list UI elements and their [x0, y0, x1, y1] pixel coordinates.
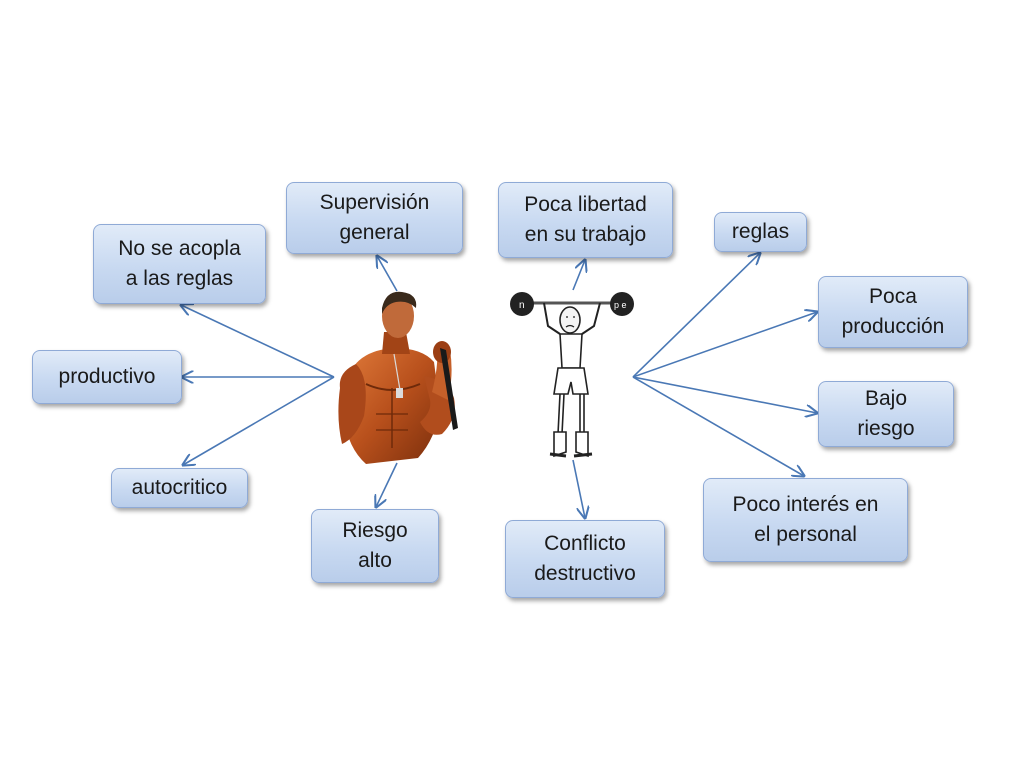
node-bajo-riesgo: Bajo riesgo	[818, 381, 954, 447]
weight-left-letter: n	[519, 300, 525, 311]
node-riesgo-alto: Riesgo alto	[311, 509, 439, 583]
node-supervision: Supervisión general	[286, 182, 463, 254]
arrow-to-poca-produccion	[632, 312, 817, 378]
arrow-to-autocritico	[183, 376, 335, 465]
node-no-se-acopla: No se acopla a las reglas	[93, 224, 266, 304]
bodybuilder-flexing-icon	[338, 291, 458, 464]
arrow-to-supervision	[377, 256, 398, 292]
node-conflicto: Conflicto destructivo	[505, 520, 665, 598]
arrow-to-conflicto	[572, 459, 585, 518]
node-reglas: reglas	[714, 212, 807, 252]
arrow-to-reglas	[632, 253, 760, 378]
arrow-to-bajo-riesgo	[632, 376, 817, 413]
weight-right-letters: p e	[614, 300, 627, 310]
node-poco-interes: Poco interés en el personal	[703, 478, 908, 562]
right-weight-icon	[610, 292, 634, 316]
arrow-to-poca-libertad	[572, 260, 585, 291]
arrow-to-riesgo-alto	[376, 462, 398, 507]
left-weight-icon	[510, 292, 534, 316]
node-poca-produccion: Poca producción	[818, 276, 968, 348]
arrow-to-poco-interes	[632, 376, 804, 476]
node-poca-libertad: Poca libertad en su trabajo	[498, 182, 673, 258]
node-autocritico: autocritico	[111, 468, 248, 508]
arrow-to-no-se-acopla	[181, 305, 335, 378]
node-productivo: productivo	[32, 350, 182, 404]
skinny-weightlifter-icon: n p e	[510, 292, 634, 458]
